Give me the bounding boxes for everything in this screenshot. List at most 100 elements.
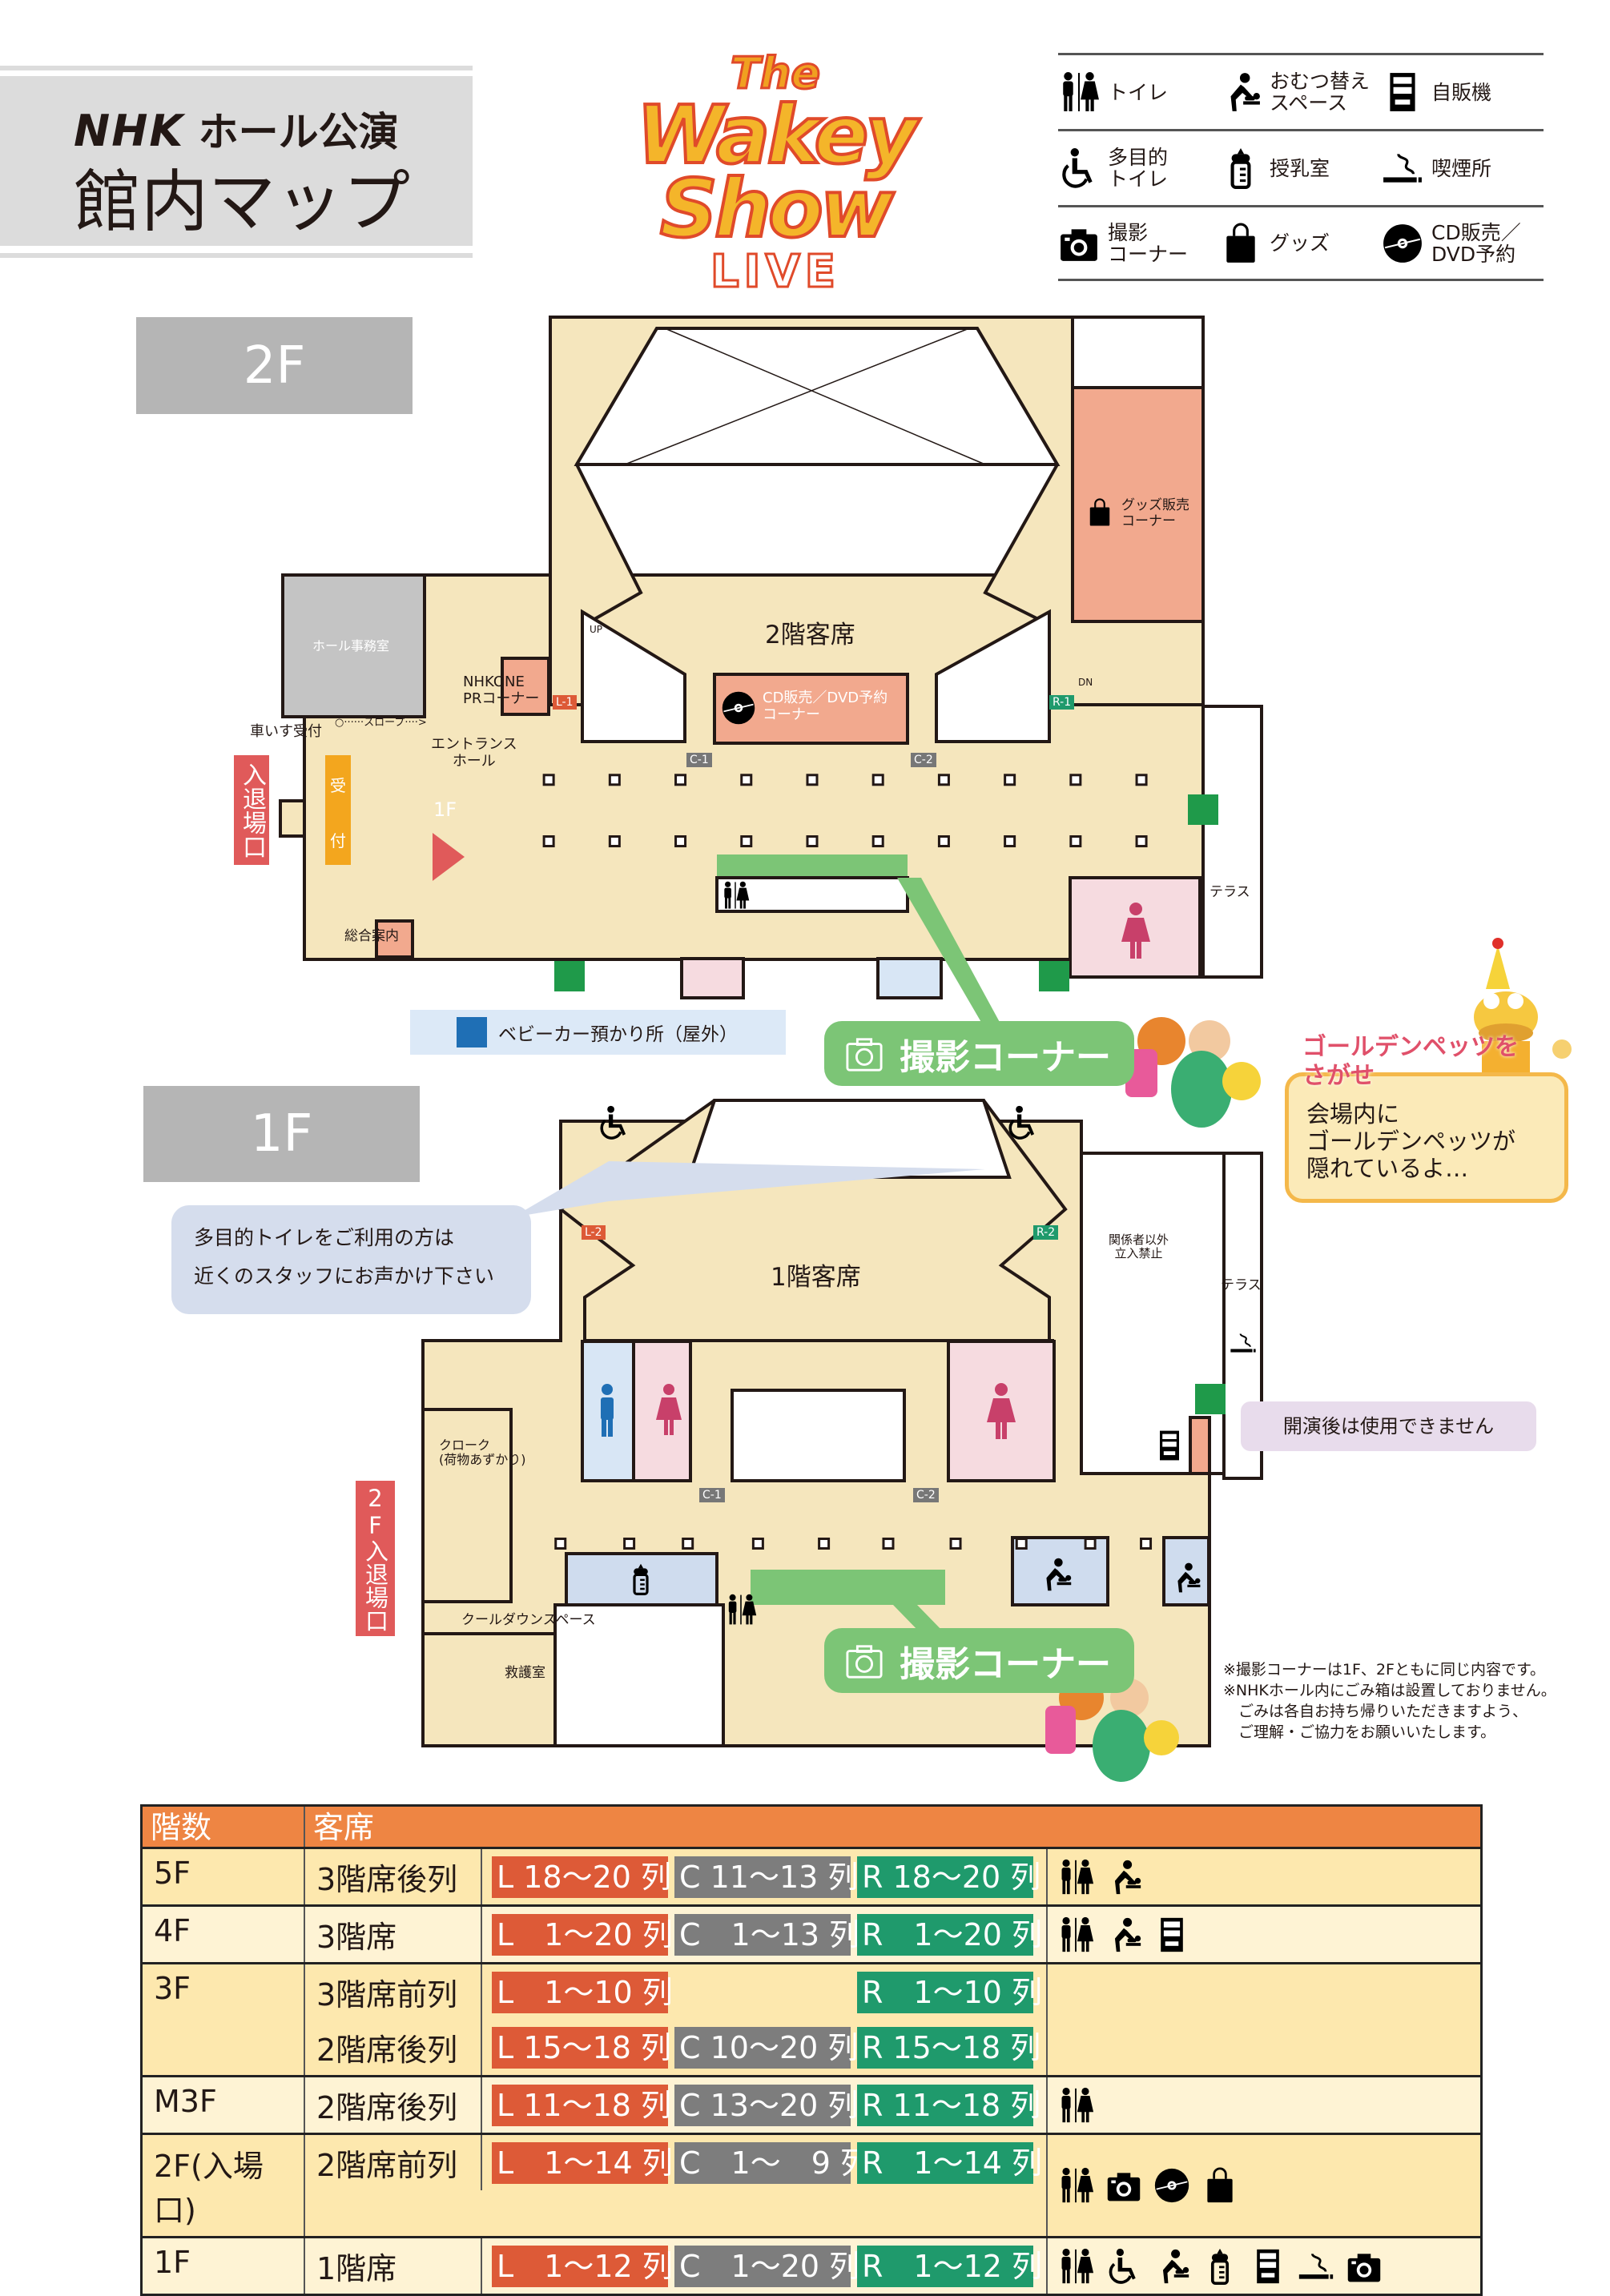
hall-office (281, 573, 426, 718)
stroller-icon (457, 1017, 487, 1047)
pillar (740, 835, 753, 848)
seat-block-r: R 11〜18 列 (857, 2084, 1040, 2126)
facility-icons (1048, 2238, 1480, 2294)
pillar (1069, 835, 1082, 848)
legend-label: 授乳室 (1270, 156, 1330, 180)
door-l1: L-1 (553, 695, 577, 710)
to-1f-label: 1F (433, 798, 457, 821)
golden-peppe-illustration (1474, 938, 1572, 1073)
golden-peppe-box: 会場内に ゴールデンペッツが 隠れているよ… (1285, 1072, 1568, 1203)
legend-label: CD販売／ DVD予約 (1431, 220, 1521, 266)
legend-row: 多目的 トイレ授乳室喫煙所 (1058, 129, 1544, 205)
door-l2: L-2 (582, 1225, 606, 1240)
cd-icon (721, 690, 756, 726)
accessible-pointer (513, 1161, 985, 1217)
pillar (1140, 1537, 1153, 1550)
pillar (1084, 1537, 1097, 1550)
stroller-label: ベビーカー預かり所（屋外） (498, 1024, 738, 1045)
wheelchair-reception-label: 車いす受付 (250, 723, 322, 740)
diaper-space-1 (1011, 1536, 1109, 1606)
legend-label: グッズ (1270, 231, 1330, 255)
goods-corner-label: グッズ販売 コーナー (1121, 497, 1189, 529)
pillar (937, 835, 950, 848)
terrace-1f-label: テラス (1221, 1277, 1262, 1293)
vending-icon (1160, 1430, 1179, 1461)
cooldown-label: クールダウンスペース (461, 1612, 596, 1628)
pillar (1135, 774, 1148, 786)
photo-corner-label: 撮影コーナー (900, 1643, 1111, 1685)
pillar (682, 1537, 694, 1550)
cd-corner (713, 673, 909, 745)
seat-block-l: L 1〜12 列 (492, 2245, 673, 2287)
legend-label: 多目的 トイレ (1108, 146, 1169, 191)
seat-block-c: C 10〜20 列 (674, 2026, 858, 2069)
cd-corner-label: CD販売／DVD予約 コーナー (763, 690, 888, 723)
pillar (674, 835, 687, 848)
seat-block-l: L 11〜18 列 (492, 2084, 671, 2126)
diaper-space-2 (1162, 1536, 1210, 1606)
pillar (871, 774, 884, 786)
pillar (1004, 835, 1016, 848)
floor-1f-label: 1F (143, 1086, 420, 1182)
note-line: ※NHKホール内にごみ箱は設置しておりません。 (1223, 1682, 1556, 1699)
pillar (674, 774, 687, 786)
seat-block-r: R 1〜20 列 (857, 1913, 1042, 1956)
legend-item: 多目的 トイレ (1058, 147, 1220, 190)
section-label: 2階席後列 (305, 2020, 482, 2075)
toilet-icon (1061, 2087, 1094, 2122)
pillar (751, 1537, 764, 1550)
camera-icon (1347, 2253, 1381, 2282)
logo-live: LIVE (709, 245, 841, 300)
section-label: 1階席 (305, 2238, 482, 2294)
cloak (421, 1408, 513, 1603)
seat-block-l: L 1〜10 列 (492, 1971, 673, 2013)
info-desk (375, 919, 414, 959)
legend-label: トイレ (1108, 80, 1169, 104)
pillar (818, 1537, 831, 1550)
header-floor: 階数 (143, 1807, 305, 1847)
page-subtitle: NHK ホール公演 (74, 100, 399, 158)
camera-icon (846, 1037, 883, 1072)
pillar (937, 774, 950, 786)
logo-line2: Show (658, 162, 896, 255)
seat-block-l: L 18〜20 列 (492, 1856, 671, 1898)
photo-corner-2f (717, 854, 908, 878)
door-c1: C-1 (686, 753, 712, 767)
seat-block-l: L 1〜20 列 (492, 1913, 673, 1956)
logo-line1: Wakey (635, 88, 920, 182)
header-rule (0, 253, 473, 258)
facility-icons (1048, 1849, 1480, 1904)
legend-item: トイレ (1058, 71, 1220, 113)
photo-corner-label: 撮影コーナー (900, 1036, 1111, 1078)
pillar (1135, 835, 1148, 848)
toilet-icon (1061, 2167, 1094, 2203)
terrace-2f-label: テラス (1210, 884, 1250, 900)
seat-block-c: C 11〜13 列 (674, 1856, 858, 1898)
seat-block-l: L 1〜14 列 (492, 2141, 673, 2184)
exit-sign (554, 794, 1226, 1414)
legend-item: 授乳室 (1220, 147, 1382, 189)
floor-cell: 4F (143, 1907, 305, 1962)
seat-block-r: R 1〜10 列 (857, 1971, 1042, 2013)
floor2-stage-void (574, 327, 1061, 466)
wheelchair-icon (1109, 2247, 1137, 2284)
seat-block-l: L 15〜18 列 (492, 2026, 671, 2069)
show-logo: The Wakey Show LIVE (607, 47, 944, 300)
floor1-stage (686, 1099, 1012, 1179)
cd-icon (1153, 2167, 1190, 2204)
seat-block-r: R 1〜14 列 (857, 2141, 1042, 2184)
toilet-icon (1061, 2248, 1094, 2283)
toilet-icon (1061, 1916, 1094, 1952)
reception-label-bottom: 付 (330, 831, 346, 850)
toilet-icon (1061, 1859, 1094, 1894)
section-label: 3階席 (305, 1907, 482, 1962)
womens-toilet-small (680, 957, 745, 999)
